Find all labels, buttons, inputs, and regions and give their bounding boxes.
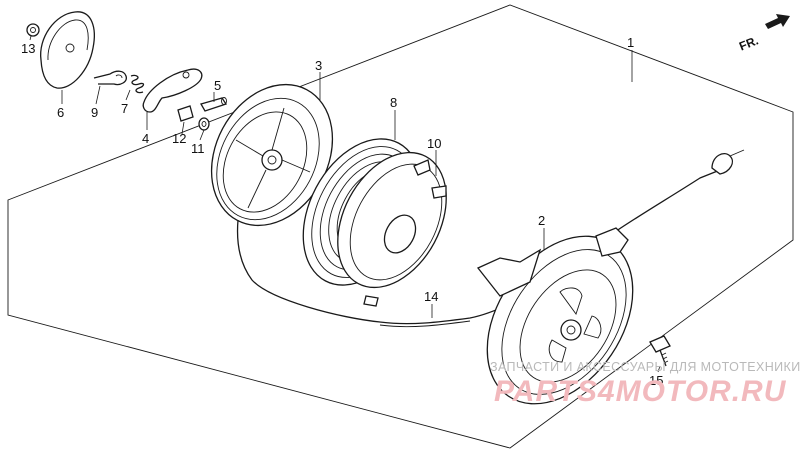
front-direction-indicator: FR. [737,14,790,54]
part-collar [177,105,194,122]
callout-12: 12 [172,131,186,146]
front-arrow-icon [765,14,790,29]
callout-4: 4 [142,131,149,146]
assembly-outline [7,4,794,449]
callout-2: 2 [538,213,545,228]
part-starter-case [476,227,634,405]
part-rope-grip [711,149,745,175]
callout-13: 13 [21,41,35,56]
part-ratchet-pawl [142,68,203,113]
leader-lines [29,35,661,373]
part-pin [200,97,228,112]
part-nut [26,23,40,37]
callout-11: 11 [191,141,205,156]
part-washer [198,117,210,131]
site-watermark: ЗАПЧАСТИ И АКСЕССУАРЫ ДЛЯ МОТОТЕХНИКИ PA… [490,360,800,408]
callout-14: 14 [424,289,438,304]
part-recoil-pulley [210,83,381,323]
callout-10: 10 [427,136,441,151]
part-ratchet-spring [93,70,127,86]
part-coil-spring [130,74,145,94]
part-callouts: 1 2 3 4 5 6 7 8 9 10 11 12 13 14 15 [21,35,663,388]
callout-15: 15 [649,373,663,388]
callout-8: 8 [390,95,397,110]
part-flange-bolt [649,335,671,367]
part-cover-plate [40,11,95,89]
callout-5: 5 [214,78,221,93]
part-spring-case [337,151,447,307]
callout-3: 3 [315,58,322,73]
callout-1: 1 [627,35,634,50]
front-direction-label: FR. [737,33,760,53]
callout-9: 9 [91,105,98,120]
watermark-brand-logo: PARTS4MOTOR.RU [494,375,787,408]
watermark-tagline: ЗАПЧАСТИ И АКСЕССУАРЫ ДЛЯ МОТОТЕХНИКИ [490,360,800,374]
callout-6: 6 [57,105,64,120]
callout-7: 7 [121,101,128,116]
